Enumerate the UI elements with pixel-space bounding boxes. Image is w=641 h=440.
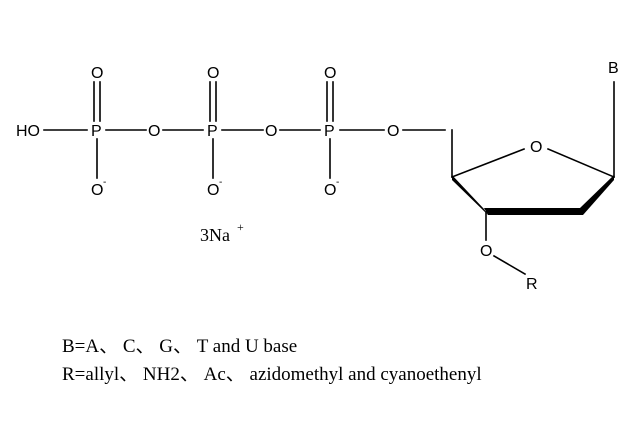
charge-minus-3: - bbox=[336, 177, 339, 188]
atom-r-group: R bbox=[526, 276, 538, 293]
atom-o-ring: O bbox=[530, 139, 542, 156]
atom-base: B bbox=[608, 60, 619, 77]
bond-oring-c1 bbox=[546, 147, 616, 179]
wedge-c4-c3 bbox=[452, 175, 488, 215]
bond-o3prime-r bbox=[492, 254, 527, 276]
atom-o-top-3: O bbox=[324, 65, 336, 82]
charge-minus-2: - bbox=[219, 177, 222, 188]
atom-o-bridge-3: O bbox=[387, 123, 399, 140]
atom-o-3prime: O bbox=[480, 243, 492, 260]
atom-ho: HO bbox=[16, 123, 40, 140]
atom-o-bridge-1: O bbox=[148, 123, 160, 140]
counterion-label: 3Na bbox=[200, 225, 230, 245]
atom-p2: P bbox=[207, 123, 218, 140]
charge-minus-1: - bbox=[103, 177, 106, 188]
legend-r-definition: R=allyl、 NH2、 Ac、 azidomethyl and cyanoe… bbox=[62, 364, 482, 385]
counterion-charge: + bbox=[237, 220, 244, 234]
atom-o-bot-1: O bbox=[91, 182, 103, 199]
atom-o-top-1: O bbox=[91, 65, 103, 82]
bond-c4-oring bbox=[450, 147, 526, 179]
legend-base-definition: B=A、 C、 G、 T and U base bbox=[62, 336, 298, 357]
atom-p1: P bbox=[91, 123, 102, 140]
wedge-c2-c1 bbox=[580, 175, 614, 215]
wedge-c3-c2 bbox=[484, 208, 583, 215]
atom-o-top-2: O bbox=[207, 65, 219, 82]
atom-o-bot-3: O bbox=[324, 182, 336, 199]
atom-o-bot-2: O bbox=[207, 182, 219, 199]
atom-o-bridge-2: O bbox=[265, 123, 277, 140]
atom-p3: P bbox=[324, 123, 335, 140]
